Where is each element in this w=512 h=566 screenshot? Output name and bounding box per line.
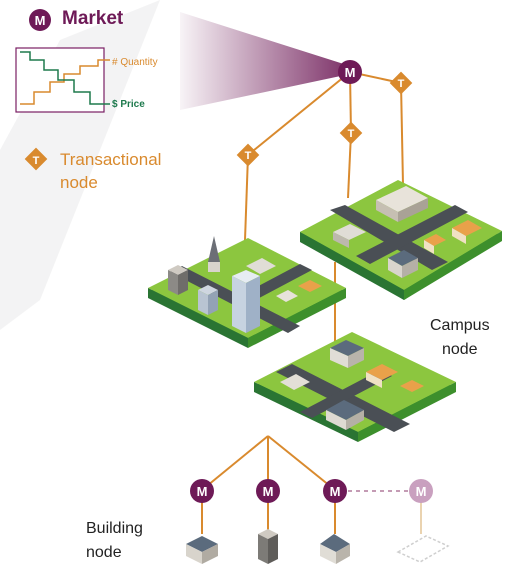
market-node-top[interactable]: M	[338, 60, 362, 84]
road	[356, 205, 468, 264]
campus-label-line1: Campus	[430, 317, 490, 334]
quantity-label: # Quantity	[112, 57, 158, 68]
market-node-building-faded-letter: M	[416, 484, 427, 499]
building-icon	[326, 400, 364, 420]
market-node-building-faded[interactable]: M	[409, 479, 433, 503]
market-beam	[180, 12, 350, 110]
building-icon	[330, 340, 364, 356]
market-node-building-1[interactable]: M	[190, 479, 214, 503]
campus-tile-right	[300, 180, 502, 300]
building-icon	[424, 234, 446, 246]
transactional-label-line2: node	[60, 173, 98, 192]
market-node-building-3-letter: M	[330, 484, 341, 499]
transactional-legend-letter: T	[33, 155, 40, 167]
campus-tile-left	[148, 236, 346, 348]
transactional-node-middle[interactable]: T	[339, 121, 363, 145]
building-icon-faded	[396, 535, 450, 563]
building-icon	[246, 258, 276, 274]
market-title: Market	[62, 8, 124, 29]
building-icon-3	[320, 534, 350, 564]
price-label: $ Price	[112, 99, 145, 110]
building-label-line1: Building	[86, 520, 143, 537]
building-icon	[388, 250, 418, 266]
building-icon-2	[258, 529, 278, 564]
transactional-node-label: Transactional node	[60, 148, 161, 194]
market-node-building-2[interactable]: M	[256, 479, 280, 503]
transactional-node-left-letter: T	[245, 150, 252, 162]
market-node-building-2-letter: M	[263, 484, 274, 499]
building-icon	[333, 224, 366, 240]
market-title-icon: M	[29, 9, 51, 31]
building-icon	[276, 290, 298, 302]
campus-tile-middle	[254, 332, 456, 442]
building-icon-1	[186, 536, 218, 564]
building-node-label: Building node	[86, 517, 143, 565]
building-icon	[452, 220, 482, 236]
market-title-icon-letter: M	[35, 13, 46, 28]
market-node-building-3[interactable]: M	[323, 479, 347, 503]
transactional-node-right[interactable]: T	[389, 71, 413, 95]
campus-node-label: Campus node	[430, 314, 490, 362]
price-curve	[20, 51, 110, 105]
transactional-node-left[interactable]: T	[236, 143, 260, 167]
building-icon	[376, 186, 428, 212]
building-icon	[298, 280, 322, 292]
road	[330, 205, 448, 270]
market-chart	[15, 47, 110, 113]
road	[300, 370, 392, 418]
campus-label-line2: node	[441, 341, 478, 358]
transactional-label-line1: Transactional	[60, 150, 162, 169]
market-node-building-1-letter: M	[197, 484, 208, 499]
market-node-top-letter: M	[345, 65, 356, 80]
transactional-node-middle-letter: T	[348, 128, 355, 140]
transactional-node-right-letter: T	[398, 78, 405, 90]
quantity-curve	[20, 59, 110, 105]
building-label-line2: node	[86, 544, 122, 561]
building-icon	[208, 236, 220, 262]
connection-lines	[201, 71, 404, 534]
building-icon	[400, 380, 424, 392]
building-icon	[232, 270, 260, 283]
building-icon	[280, 374, 310, 390]
